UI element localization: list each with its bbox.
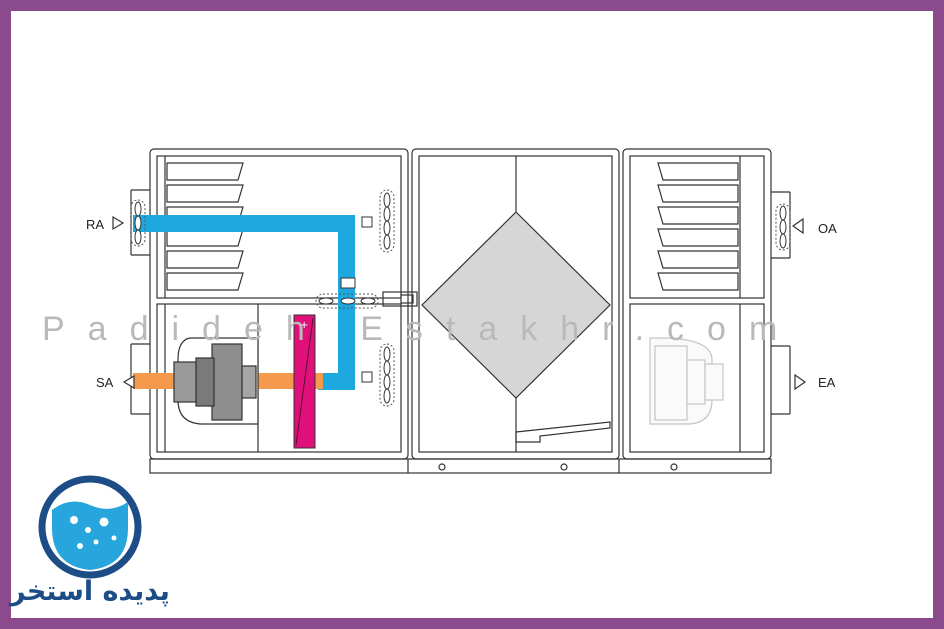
label-ra: RA	[86, 217, 104, 232]
label-sa: SA	[96, 375, 114, 390]
arrow-icon	[112, 215, 807, 391]
damper-icon	[134, 192, 787, 404]
svg-text:+: +	[300, 320, 308, 331]
brand-logo: پدیده استخر	[8, 475, 170, 607]
exhaust-fan-icon	[649, 337, 724, 425]
outdoor-air-filter	[657, 162, 739, 291]
watermark: Padideh Estakhr.com	[42, 310, 800, 348]
damper-dashed-outlines	[130, 189, 791, 407]
label-oa: OA	[818, 221, 837, 236]
fan-icon	[173, 337, 259, 425]
heat-exchanger-icon	[421, 211, 611, 399]
logo-text: پدیده استخر	[8, 576, 170, 607]
label-ea: EA	[818, 375, 836, 390]
heating-coil-icon: +	[293, 314, 316, 449]
